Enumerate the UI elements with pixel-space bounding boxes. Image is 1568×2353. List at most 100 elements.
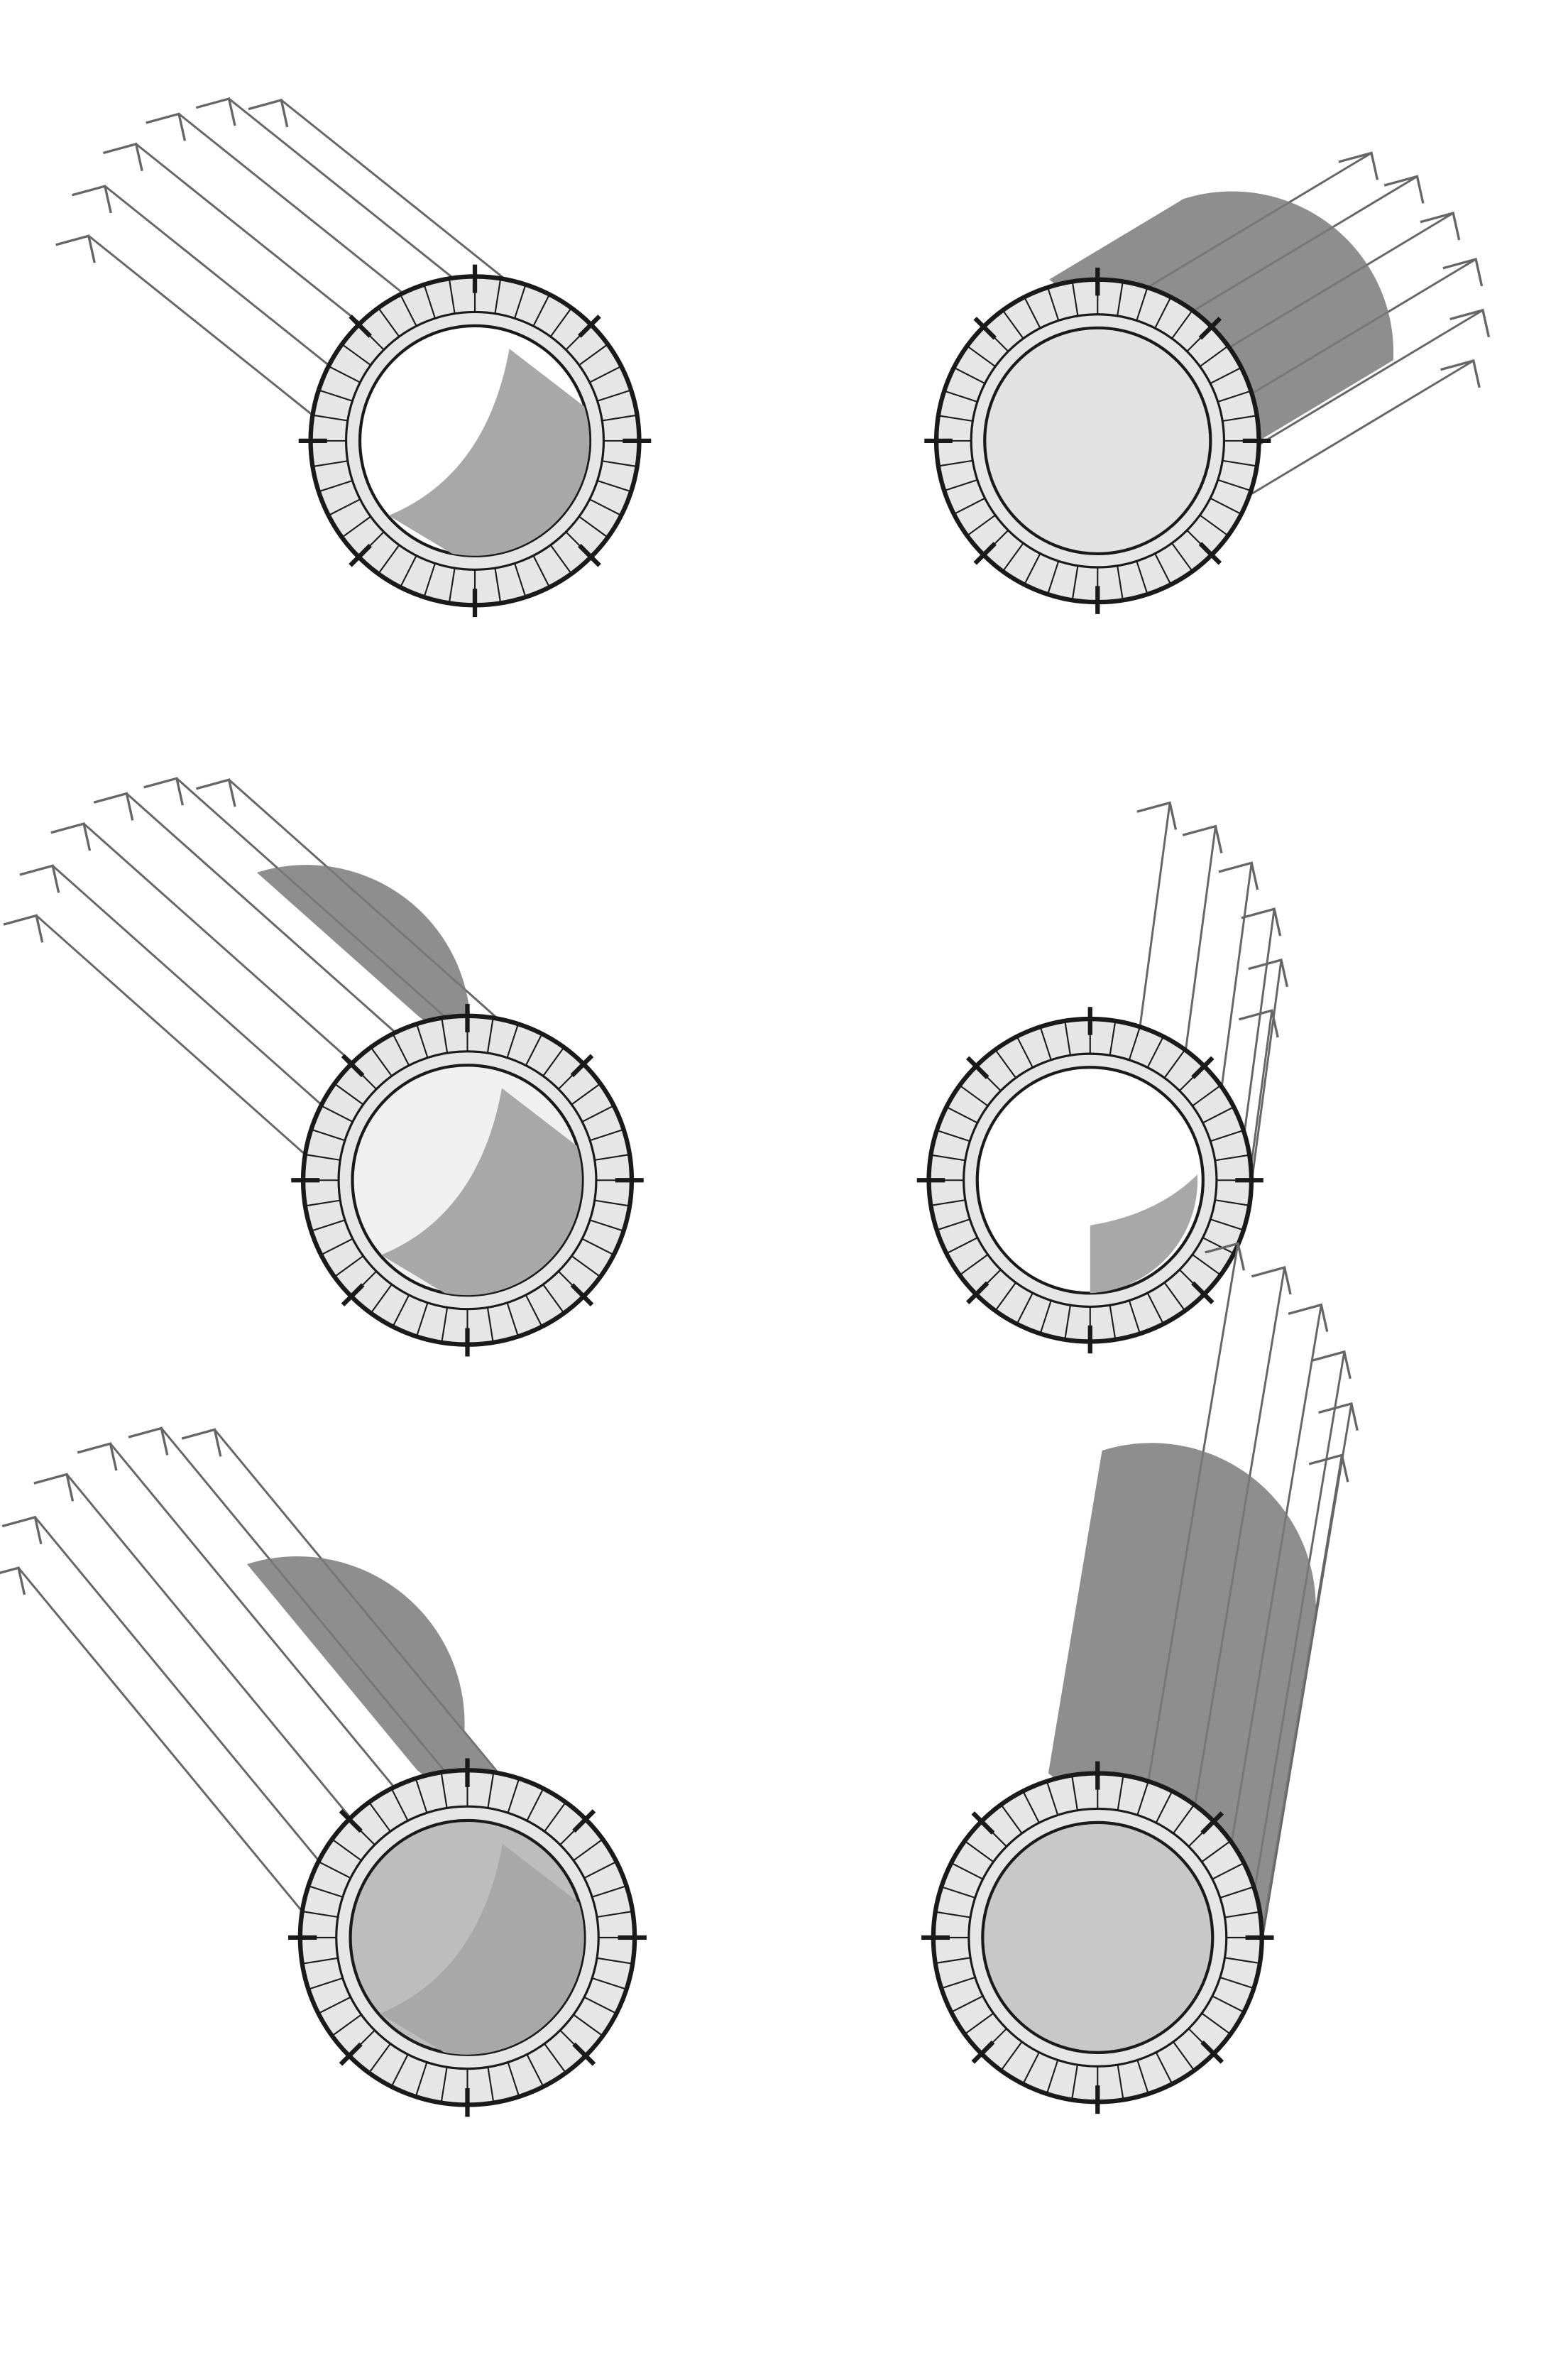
ring-segment xyxy=(959,1254,989,1276)
ring-segment xyxy=(597,389,632,402)
ring-segment xyxy=(542,1284,565,1314)
ring-segment xyxy=(1128,1300,1141,1334)
ring-segment xyxy=(1109,1305,1117,1340)
ring-segment xyxy=(1146,1292,1164,1325)
frame-line xyxy=(65,1473,351,1819)
frame-line xyxy=(1249,359,1474,496)
post xyxy=(341,1283,365,1307)
ring-segment xyxy=(506,1302,520,1337)
ring-segment xyxy=(302,1957,339,1965)
post xyxy=(572,2042,596,2066)
ring-segment xyxy=(1022,2052,1040,2085)
ring-segment xyxy=(1210,366,1242,384)
ring-segment xyxy=(441,1017,449,1054)
interior-shadow xyxy=(388,349,590,556)
arrow-head xyxy=(248,98,289,128)
ring-segment xyxy=(1217,390,1251,403)
ring-segment xyxy=(415,1302,429,1337)
ring-segment xyxy=(1173,2041,1195,2071)
ring-segment xyxy=(506,1023,520,1059)
arrow-head xyxy=(1383,175,1425,204)
arrow-head xyxy=(19,864,60,893)
post xyxy=(349,543,372,567)
cylinder-panel-2 xyxy=(924,151,1491,614)
arrow-head xyxy=(72,185,112,214)
ring-segment xyxy=(1155,1791,1173,1823)
ring-segment xyxy=(1002,310,1024,339)
arrow-head xyxy=(195,97,236,126)
ring-segment xyxy=(1071,2064,1078,2100)
ring-segment xyxy=(542,1047,565,1077)
ring-segment xyxy=(415,1778,428,1813)
frame-line xyxy=(35,915,306,1156)
ring-segment xyxy=(378,545,400,574)
ring-segment xyxy=(1215,1199,1250,1206)
frame-line xyxy=(135,143,361,324)
ring-segment xyxy=(341,343,371,366)
post xyxy=(973,317,997,340)
ring-segment xyxy=(1219,1886,1254,1899)
post xyxy=(578,543,601,567)
ring-segment xyxy=(334,1083,364,1105)
ring-segment xyxy=(378,307,400,337)
ring-segment xyxy=(1046,2060,1059,2095)
ring-segment xyxy=(1047,287,1060,321)
ring-segment xyxy=(1154,553,1172,585)
ring-segment xyxy=(994,1049,1016,1079)
ring-segment xyxy=(544,1801,566,1833)
ring-segment xyxy=(1117,565,1124,601)
ring-inner-edge xyxy=(963,1052,1218,1308)
interior-shadow xyxy=(380,1088,582,1296)
ring-segment xyxy=(1128,1026,1141,1061)
frame-line xyxy=(1243,909,1276,1134)
arrow-head xyxy=(128,1426,169,1456)
ring-segment xyxy=(328,365,361,383)
frame-line xyxy=(178,113,404,295)
ring-segment xyxy=(589,365,622,383)
ring-segment xyxy=(1219,1976,1254,1989)
frame-line xyxy=(280,99,506,280)
frame-line xyxy=(52,865,322,1106)
ring-segment xyxy=(328,498,361,516)
ring-segment xyxy=(514,563,527,598)
ring-segment xyxy=(318,1860,351,1879)
ring-segment xyxy=(941,1886,976,1899)
ring-segment xyxy=(945,1237,978,1255)
arrow-head xyxy=(33,1473,75,1502)
arrow-head xyxy=(1218,861,1259,890)
ring-segment xyxy=(507,2062,520,2097)
inner-disc xyxy=(983,326,1212,556)
ring-segment xyxy=(487,1772,495,1808)
post xyxy=(971,1811,995,1835)
ring-segment xyxy=(440,2067,448,2103)
frame-line xyxy=(126,792,397,1034)
arrow-head xyxy=(93,792,134,821)
ring-segment xyxy=(1199,514,1229,537)
ring-segment xyxy=(1016,1036,1034,1069)
ring-segment xyxy=(423,284,436,319)
post xyxy=(971,2040,995,2064)
post xyxy=(578,315,601,338)
ring-segment xyxy=(966,345,996,368)
ring-segment xyxy=(579,515,608,538)
ring-segment xyxy=(1217,479,1251,492)
post xyxy=(973,542,997,565)
ring-segment xyxy=(1024,296,1041,329)
arrow-head xyxy=(77,1442,118,1471)
ring-segment xyxy=(1064,1020,1071,1056)
ring-segment xyxy=(525,1033,543,1066)
ring-segment xyxy=(415,1023,429,1059)
ring-segment xyxy=(302,1910,339,1918)
arrow-head xyxy=(3,914,44,943)
ring-segment xyxy=(1171,542,1193,572)
ring-segment xyxy=(964,1840,994,1863)
ring-segment xyxy=(573,1838,603,1862)
ring-segment xyxy=(936,1130,970,1142)
ring-segment xyxy=(1171,310,1193,339)
ring-segment xyxy=(331,1838,362,1862)
arrow-head xyxy=(0,1566,26,1595)
ring-segment xyxy=(544,2043,566,2074)
ring-segment xyxy=(370,1284,393,1314)
arrow-head xyxy=(181,1428,222,1457)
ring-segment xyxy=(994,1282,1016,1311)
